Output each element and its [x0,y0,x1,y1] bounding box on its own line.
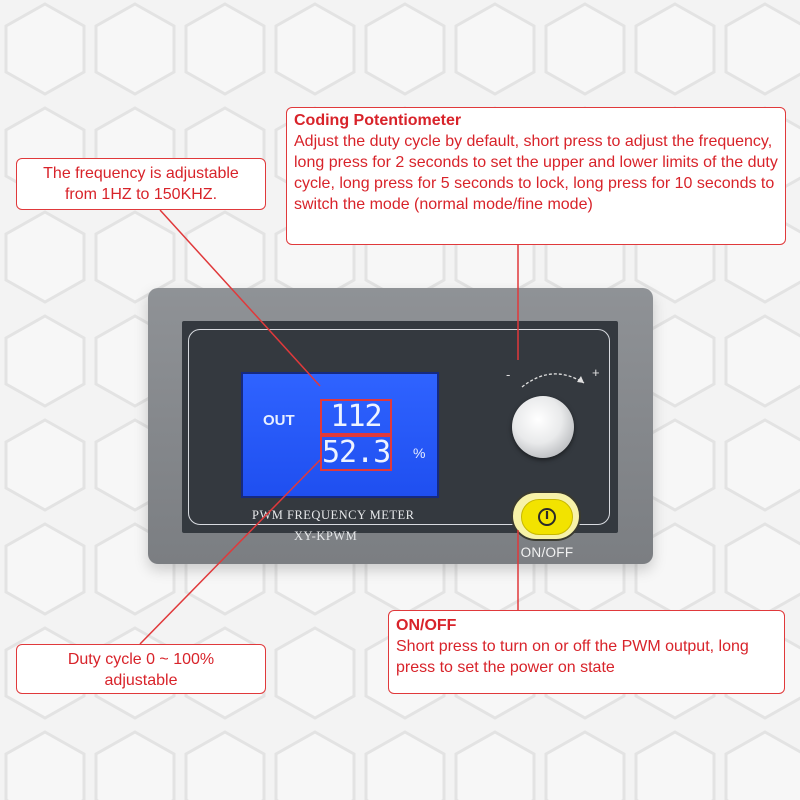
front-panel: OUT 112 52.3 % PWM FREQUENCY METER XY-KP… [182,321,618,560]
model-title: PWM FREQUENCY METER [252,508,415,522]
onoff-callout-title: ON/OFF [396,617,457,634]
pwm-module-housing: OUT 112 52.3 % PWM FREQUENCY METER XY-KP… [148,288,653,564]
potentiometer-callout-title: Coding Potentiometer [294,112,462,129]
percent-unit: % [413,445,426,461]
duty-callout-line2: adjustable [104,672,178,689]
onoff-callout: ON/OFF Short press to turn on or off the… [388,610,785,694]
on-off-button[interactable] [511,491,581,541]
frequency-callout-line1: The frequency is adjustable [43,165,239,182]
knob-plus-label: + [592,365,600,380]
coding-potentiometer-knob[interactable] [512,396,574,458]
duty-reading: 52.3 [320,435,392,471]
potentiometer-callout: Coding Potentiometer Adjust the duty cyc… [286,107,786,245]
potentiometer-callout-body: Adjust the duty cycle by default, short … [294,133,778,213]
frequency-reading: 112 [320,399,392,435]
knob-minus-label: - [506,367,510,382]
on-off-button-cap[interactable] [521,499,573,535]
lcd-display: OUT 112 52.3 % [241,372,439,498]
frequency-callout-line2: from 1HZ to 150KHZ. [64,186,218,203]
panel-frame [188,329,610,525]
duty-callout: Duty cycle 0 ~ 100% adjustable [16,644,266,694]
lcd-out-label: OUT [263,412,295,429]
duty-callout-line1: Duty cycle 0 ~ 100% [67,651,215,668]
rotation-arrow-icon: - + [506,365,600,388]
on-off-label: ON/OFF [520,545,574,560]
power-icon [538,508,556,526]
onoff-callout-body: Short press to turn on or off the PWM ou… [396,638,749,676]
frequency-callout: The frequency is adjustable from 1HZ to … [16,158,266,210]
